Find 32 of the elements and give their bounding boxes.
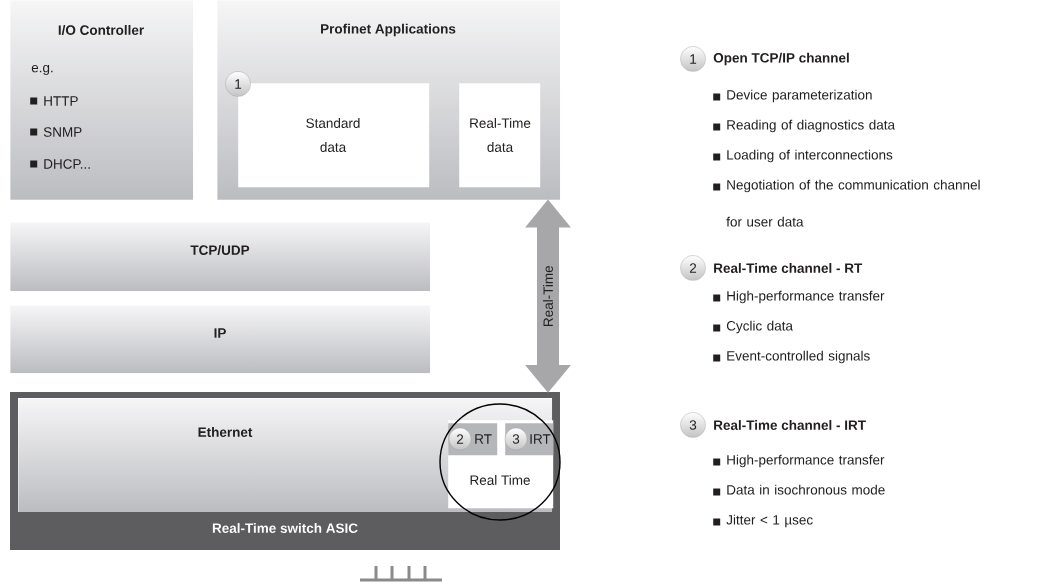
heading: Real-Time channel - IRT (714, 420, 866, 430)
list-item: DHCP... (30, 159, 90, 169)
box-text: RT (475, 434, 492, 444)
list-item: Loading of interconnections (713, 149, 893, 163)
list-item: Jitter < 1 µsec (713, 514, 813, 528)
heading: Real-Time channel - RT (714, 263, 863, 273)
box-title: TCP/UDP (190, 244, 250, 256)
box-title: IP (214, 328, 226, 338)
list-item: Data in isochronous mode (713, 484, 885, 496)
callout-number: 2 (680, 255, 706, 281)
list-item: Negotiation of the communication channel for user data (713, 179, 980, 227)
list-item: Cyclic data (713, 320, 793, 334)
box-title: Ethernet (198, 427, 253, 437)
edge-label: Real-Time (542, 264, 554, 329)
list-item: Event-controlled signals (713, 350, 870, 364)
heading: Open TCP/IP channel (713, 52, 849, 66)
box-text: Real-Time data (470, 118, 531, 152)
list-item: SNMP (30, 127, 82, 137)
list-item: Device parameterization (713, 89, 872, 103)
box-title: I/O Controller (58, 24, 144, 36)
list-item: High-performance transfer (713, 454, 885, 468)
list-item: HTTP (30, 96, 78, 106)
box-text: e.g. (31, 64, 53, 76)
box-title: Profinet Applications (321, 23, 456, 37)
box-text: Standard data (306, 118, 360, 152)
box-text: Real Time (470, 475, 530, 485)
callout-number: 1 (680, 46, 706, 72)
box-title: Real-Time switch ASIC (212, 523, 358, 533)
box-text: IRT (530, 434, 551, 444)
list-item: High-performance transfer (713, 290, 885, 304)
callout-number: 3 (680, 412, 706, 438)
list-item: Reading of diagnostics data (713, 119, 896, 133)
